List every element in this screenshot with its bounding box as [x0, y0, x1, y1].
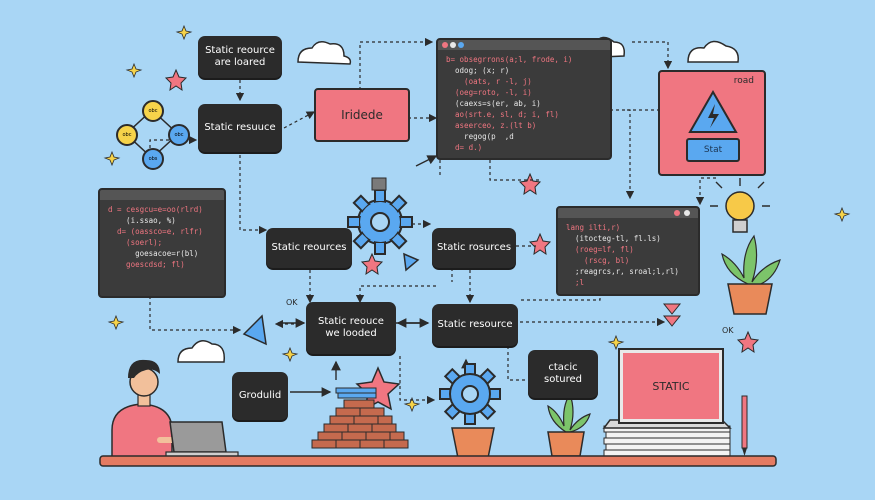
solid-arrows — [278, 155, 471, 397]
stat-button[interactable]: Stat — [686, 138, 740, 162]
box-static-resource-center[interactable]: Static resource — [432, 304, 518, 346]
graph-node[interactable]: obc — [116, 124, 138, 146]
graph-node-label: obc — [148, 108, 158, 114]
code-window-left: d = cesgcu=e=oo(rlrd) (i.ssao, %) d= (oa… — [98, 188, 226, 298]
lightbulb-icon — [710, 178, 770, 233]
code-line: goesacoe=r(bl) — [108, 249, 199, 258]
code-lines: lang ilti,r) (itocteg-tl, fl.ls) (roeg=l… — [558, 218, 698, 292]
window-dot-icon[interactable] — [674, 210, 680, 216]
code-line: (i.ssao, %) — [108, 216, 176, 225]
pink-box-label: Iridede — [341, 108, 383, 122]
window-titlebar — [558, 208, 698, 218]
laptop-label: STATIC — [652, 379, 690, 393]
code-line: ;l — [566, 278, 585, 287]
window-titlebar — [438, 40, 610, 50]
code-line: ao(srt.e, sl, d; i, fl) — [446, 110, 559, 119]
sparkle-icon — [103, 24, 851, 413]
code-line: b= obsegrrons(a;l, frode, i) — [446, 55, 573, 64]
code-lines: d = cesgcu=e=oo(rlrd) (i.ssao, %) d= (oa… — [100, 200, 224, 274]
person-laptop — [165, 421, 239, 458]
code-line: (soerl); — [108, 238, 163, 247]
code-line: (roeg=lf, fl) — [566, 245, 634, 254]
graph-node-label: obc — [122, 132, 132, 138]
code-line: (oats, r -l, j) — [446, 77, 532, 86]
person-illustration — [111, 359, 199, 461]
blue-book-stack — [335, 387, 377, 399]
code-line: lang ilti,r) — [566, 223, 621, 232]
ok-label: OK — [286, 298, 298, 307]
code-line: (caexs=s(er, ab, i) — [446, 99, 541, 108]
code-line: regog(p ,d — [446, 132, 514, 141]
graph-node[interactable]: obc — [168, 124, 190, 146]
code-window-top: b= obsegrrons(a;l, frode, i) odog; (x; r… — [436, 38, 612, 160]
cloud-icon — [687, 40, 739, 63]
ok-label: OK — [722, 326, 734, 335]
desk — [99, 455, 777, 467]
funnel-icon — [662, 303, 682, 327]
box-grodulid[interactable]: Grodulid — [232, 372, 288, 420]
window-titlebar — [100, 190, 224, 200]
star-icon — [164, 68, 760, 354]
code-lines: b= obsegrrons(a;l, frode, i) odog; (x; r… — [438, 50, 610, 157]
paper-stack — [603, 425, 731, 457]
box-static-resources[interactable]: Static reources — [266, 228, 352, 268]
code-line: odog; (x; r) — [446, 66, 510, 75]
box-static-reouce-looded[interactable]: Static reouce we looded — [306, 302, 396, 354]
potted-plant-icon — [547, 392, 591, 457]
window-dot-icon[interactable] — [450, 42, 456, 48]
blue-triangle-icon — [242, 252, 420, 346]
code-window-right: lang ilti,r) (itocteg-tl, fl.ls) (roeg=l… — [556, 206, 700, 296]
cloud-icon — [177, 340, 225, 363]
graph-node-label: obc — [174, 132, 184, 138]
graph-node[interactable]: obs — [142, 148, 164, 170]
code-line: aseerceo, z.(lt b) — [446, 121, 537, 130]
box-static-stored[interactable]: ctacic sotured — [528, 350, 598, 398]
window-dot-icon[interactable] — [442, 42, 448, 48]
code-line: d= d.) — [446, 143, 483, 152]
potted-plant-icon — [721, 234, 781, 315]
code-line: d= (oassco=e, rlfr) — [108, 227, 203, 236]
code-line: (oeg=roto, -l, i) — [446, 88, 532, 97]
pen-icon — [741, 395, 748, 456]
window-dot-icon[interactable] — [458, 42, 464, 48]
folder-icon — [371, 177, 387, 191]
code-line: d = cesgcu=e=oo(rlrd) — [108, 205, 203, 214]
graph-node[interactable]: obc — [142, 100, 164, 122]
code-line: ;reagrcs,r, sroal;l,rl) — [566, 267, 679, 276]
gear-icon — [347, 189, 413, 255]
warning-icon — [688, 90, 738, 133]
window-dot-icon[interactable] — [684, 210, 690, 216]
potted-plant-pot — [451, 427, 495, 459]
box-static-resource-loaded[interactable]: Static reource are loared — [198, 36, 282, 78]
road-card-title: road — [733, 76, 754, 86]
box-static-resource[interactable]: Static resuuce — [198, 104, 282, 152]
brick-stack — [311, 399, 409, 449]
code-line: (rscg, bl) — [566, 256, 630, 265]
graph-node-label: obs — [148, 156, 158, 162]
box-static-rosurces[interactable]: Static rosurces — [432, 228, 516, 268]
road-card: road — [658, 70, 766, 176]
gear-icon — [439, 363, 501, 425]
cloud-icon — [297, 41, 352, 65]
code-line: (itocteg-tl, fl.ls) — [566, 234, 661, 243]
big-star-icon — [355, 366, 401, 411]
laptop-screen: STATIC — [618, 348, 724, 424]
pink-box-iridede[interactable]: Iridede — [314, 88, 410, 142]
code-line: goescdsd; fl) — [108, 260, 185, 269]
